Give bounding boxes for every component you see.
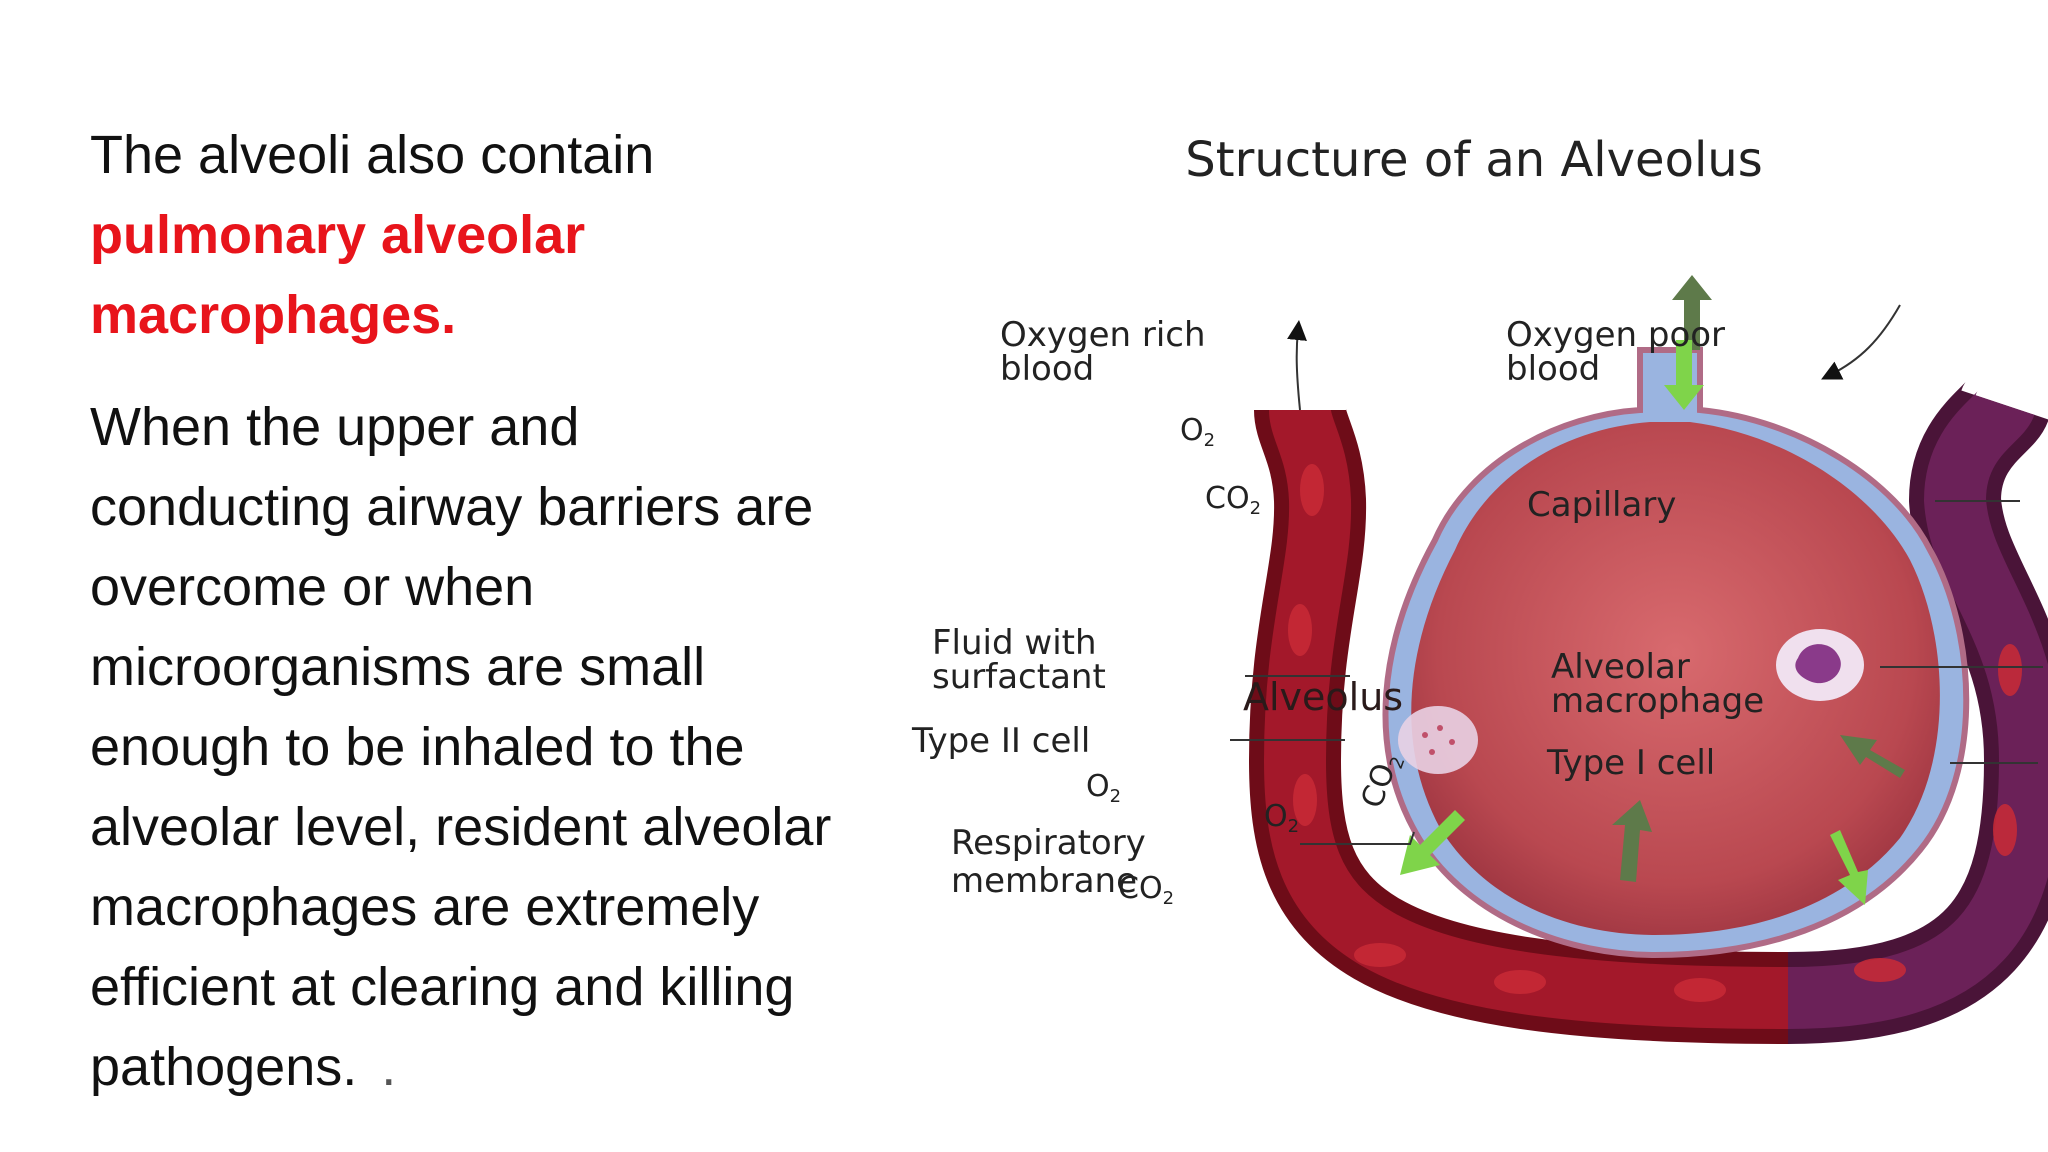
svg-text:CO2: CO2 [1118, 871, 1174, 909]
label-resp-2: membrane [951, 861, 1137, 901]
gas-label-layer: O2 CO2 O2 CO2 O2 CO2 [1086, 413, 1410, 909]
gas-arrows [1400, 275, 1905, 905]
body-line: macrophages are extremely [90, 877, 760, 937]
label-resp-1: Respiratory [951, 823, 1146, 863]
body-line: microorganisms are small [90, 637, 706, 697]
label-alveolus: Alveolus [1243, 675, 1403, 719]
svg-text:O2: O2 [1180, 413, 1215, 451]
body-line: efficient at clearing and killing [90, 957, 795, 1017]
svg-text:CO2: CO2 [1355, 748, 1410, 814]
body-line: overcome or when [90, 557, 535, 617]
red-blood-cells [1288, 464, 2022, 1002]
label-oxygen-rich-1: Oxygen rich [1000, 315, 1206, 355]
label-type2: Type II cell [911, 721, 1090, 761]
diagram-content: Oxygen rich blood Oxygen poor blood Capi… [911, 275, 2048, 1044]
alveolus-diagram: Oxygen rich blood Oxygen poor blood Capi… [911, 275, 2048, 1044]
svg-text:O2: O2 [1264, 799, 1299, 837]
figure-title: Structure of an Alveolus [1185, 132, 1763, 188]
body-line: When the upper and [90, 397, 580, 457]
body-line: pathogens. [90, 1037, 358, 1097]
gas-label-o2-right: O2 [1264, 799, 1299, 837]
body-line: conducting airway barriers are [90, 477, 814, 537]
gas-label-o2-top: O2 [1180, 413, 1215, 451]
intro-paragraph: The alveoli also contain pulmonary alveo… [90, 115, 890, 355]
resp-leader [1300, 831, 1415, 845]
highlight-line-2: macrophages. [90, 285, 457, 345]
gas-label-co2-top: CO2 [1205, 481, 1261, 519]
label-capillary: Capillary [1527, 485, 1676, 525]
oxygen-poor-arrow [1821, 304, 1901, 380]
label-oxygen-poor-2: blood [1506, 349, 1600, 389]
alveolus-figure: Structure of an Alveolus [900, 110, 2048, 1110]
gas-label-co2-bottom: CO2 [1118, 871, 1174, 909]
gas-label-co2-right: CO2 [1355, 748, 1410, 814]
intro-line: The alveoli also contain [90, 125, 655, 185]
label-oxygen-rich-2: blood [1000, 349, 1094, 389]
type-ii-cell [1398, 706, 1478, 774]
highlight-line-1: pulmonary alveolar [90, 205, 586, 265]
label-macrophage-1: Alveolar [1551, 647, 1690, 687]
label-fluid-1: Fluid with [932, 623, 1097, 663]
label-macrophage-2: macrophage [1551, 681, 1764, 721]
body-line: enough to be inhaled to the [90, 717, 745, 777]
body-line: alveolar level, resident alveolar [90, 797, 832, 857]
label-type1: Type I cell [1546, 743, 1715, 783]
alveolar-macrophage-cell [1776, 629, 1864, 701]
label-oxygen-poor-1: Oxygen poor [1506, 315, 1725, 355]
oxygen-rich-arrow [1287, 320, 1307, 411]
body-paragraph: When the upper and conducting airway bar… [90, 387, 890, 1107]
label-fluid-2: surfactant [932, 657, 1106, 697]
slide-text: The alveoli also contain pulmonary alveo… [90, 115, 890, 1107]
svg-text:CO2: CO2 [1205, 481, 1261, 519]
gas-label-o2-left: O2 [1086, 769, 1121, 807]
svg-text:O2: O2 [1086, 769, 1121, 807]
trailing-dot: . [381, 1037, 397, 1097]
